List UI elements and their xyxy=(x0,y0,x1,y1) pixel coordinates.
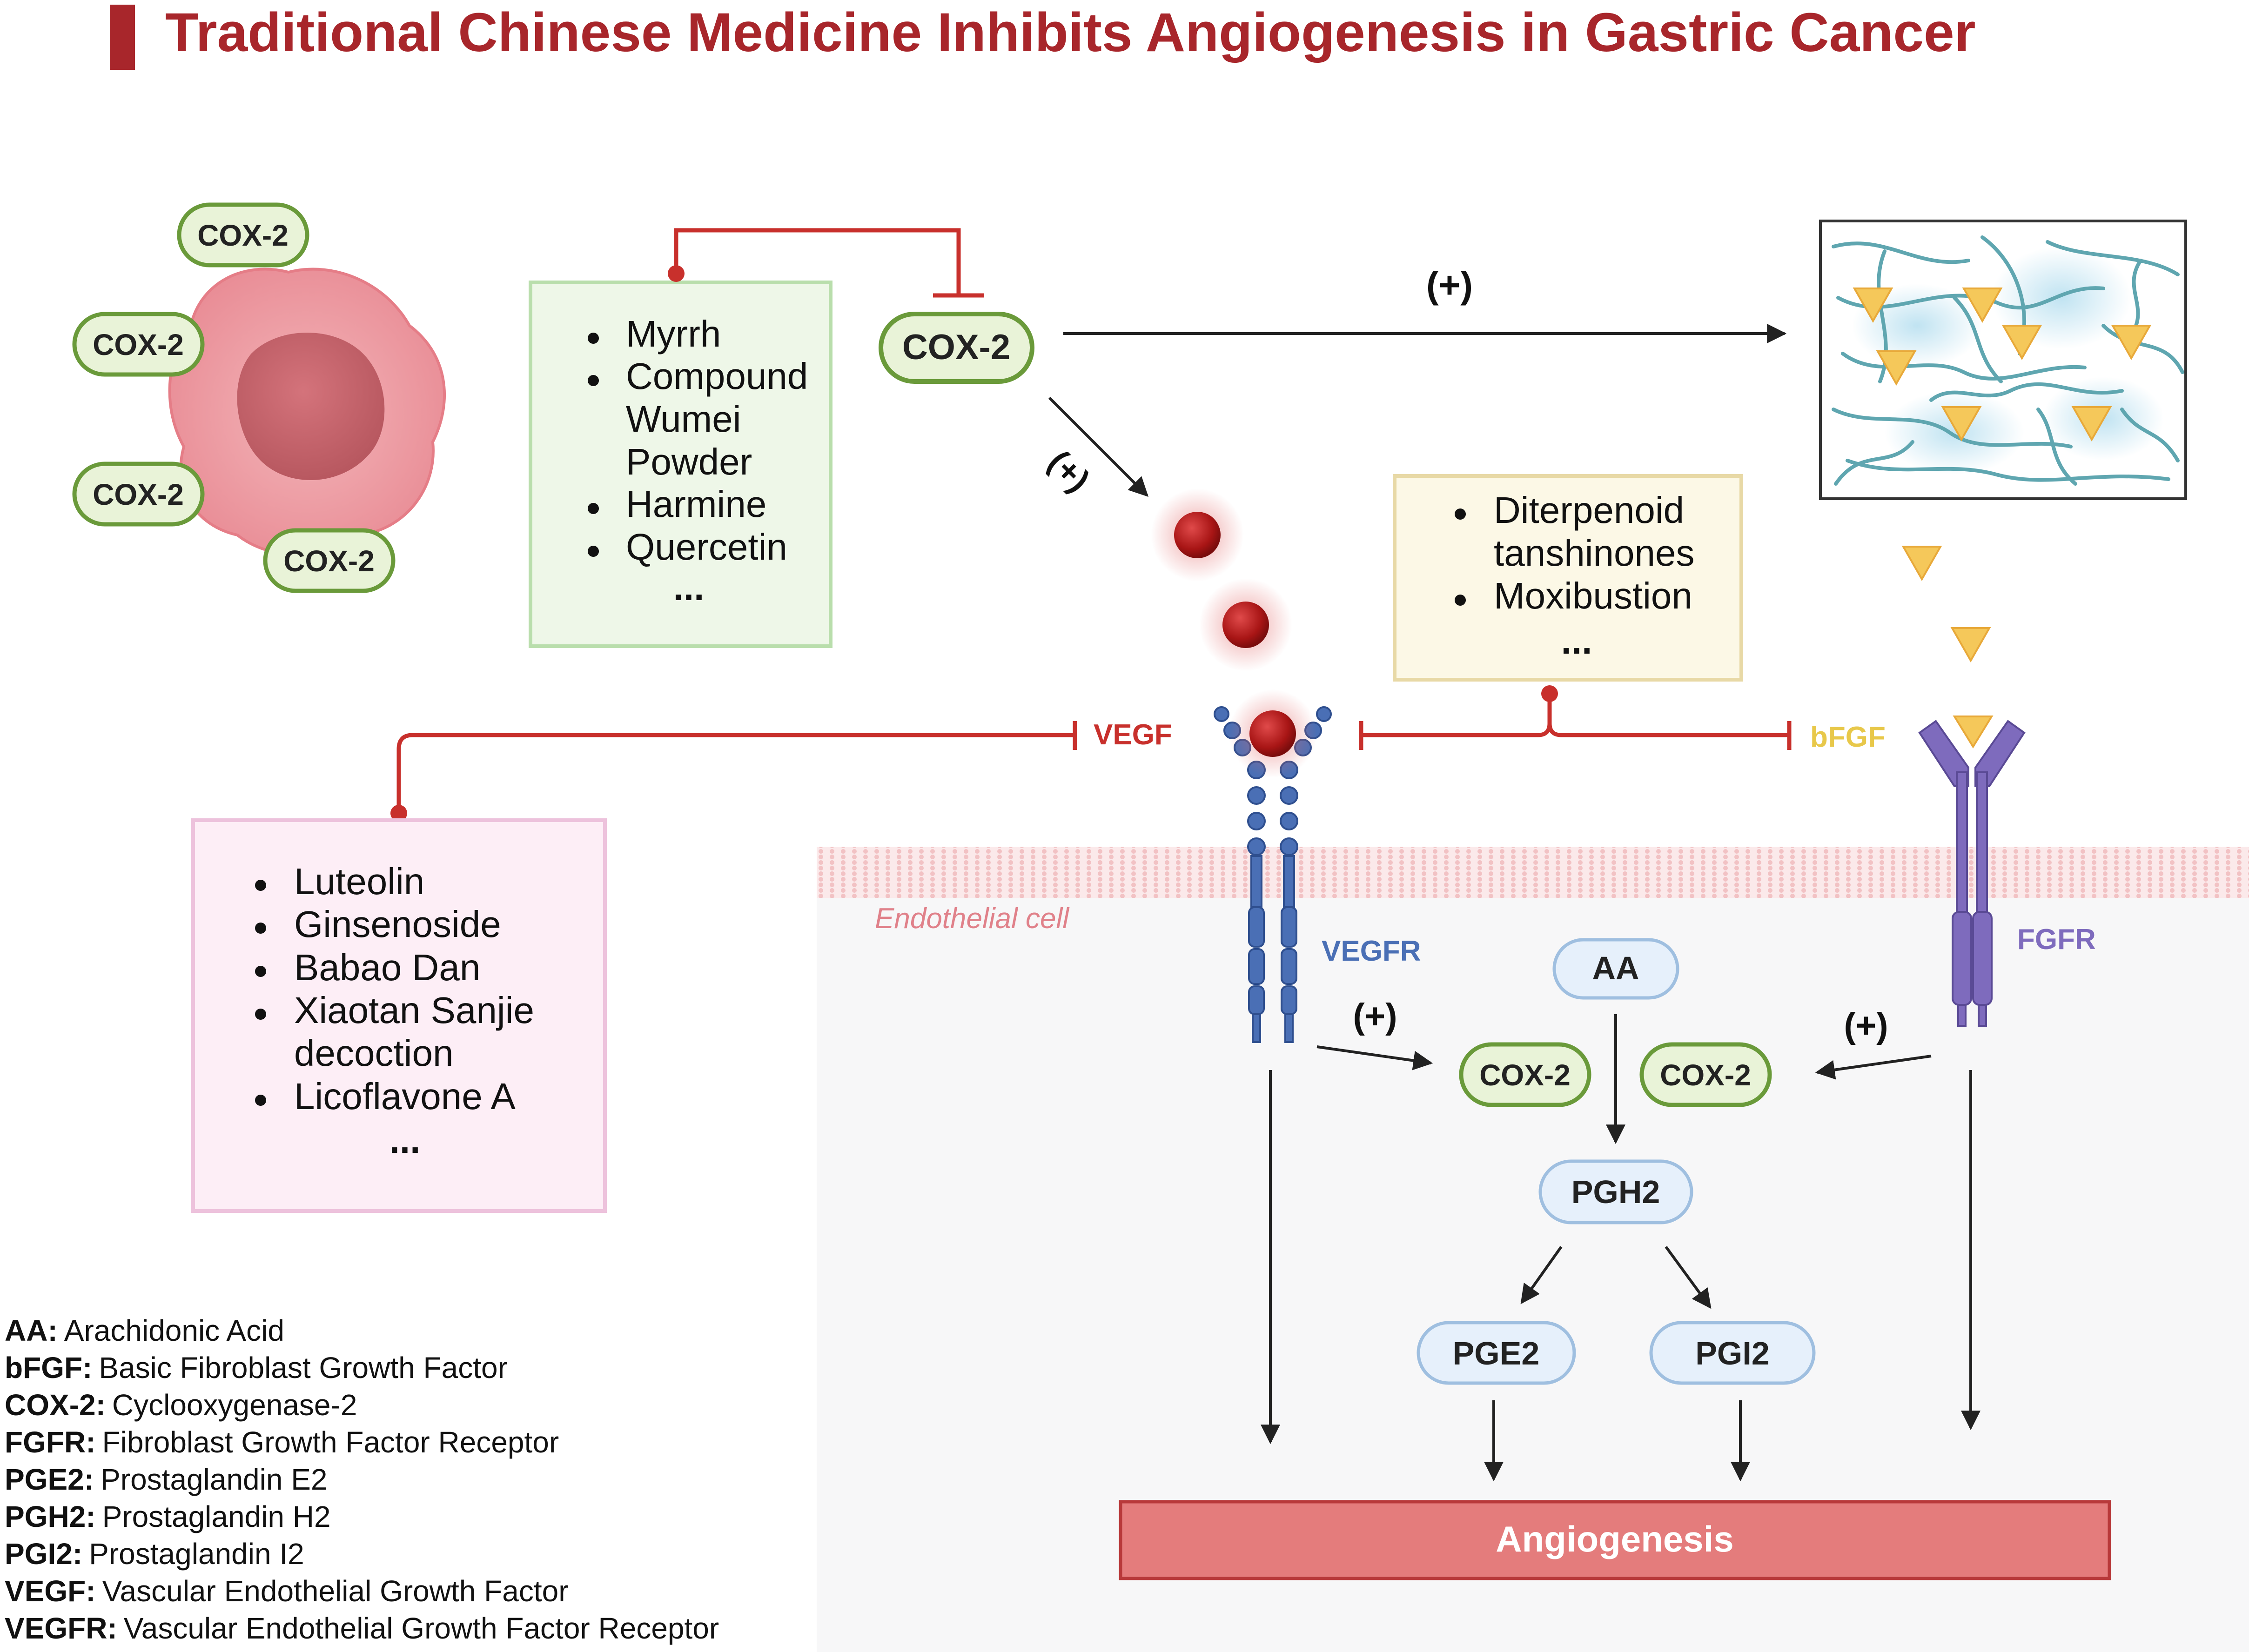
page-title: Traditional Chinese Medicine Inhibits An… xyxy=(165,2,1976,63)
cox2-pill-left-cell: COX-2 xyxy=(1459,1042,1591,1107)
fgfr-receptor xyxy=(1918,720,2026,1027)
legend-entry: FGFR:Fibroblast Growth Factor Receptor xyxy=(5,1425,559,1459)
fgfr-label: FGFR xyxy=(2017,923,2096,956)
svg-text:COX-2: COX-2 xyxy=(197,219,289,252)
plus-label-fgfr: (+) xyxy=(1844,1006,1888,1045)
svg-text:PGE2: PGE2 xyxy=(1453,1335,1540,1371)
plus-label-top: (+) xyxy=(1426,264,1473,306)
legend-entry: PGH2:Prostaglandin H2 xyxy=(5,1500,331,1533)
yellow-tcm-box: Diterpenoid tanshinones Moxibustion ... xyxy=(1393,474,1743,682)
cox2-pill-left-upper: COX-2 xyxy=(72,312,205,377)
cell-membrane xyxy=(817,847,2249,898)
legend-entry: VEGF:Vascular Endothelial Growth Factor xyxy=(5,1574,569,1608)
legend-entry: bFGF:Basic Fibroblast Growth Factor xyxy=(5,1351,508,1384)
pink-box-item: Licoflavone A xyxy=(294,1076,516,1117)
pink-box-item: Ginsenoside xyxy=(294,903,501,945)
aa-pill: AA xyxy=(1552,938,1679,1000)
svg-text:AA: AA xyxy=(1592,950,1639,986)
pgi2-pill: PGI2 xyxy=(1649,1321,1816,1385)
svg-text:COX-2: COX-2 xyxy=(93,478,184,511)
pink-box-inhibition-dot xyxy=(390,805,407,822)
pink-box-inhibition-line xyxy=(396,733,1075,813)
pink-box-item: Babao Dan xyxy=(294,947,480,988)
pge2-pill: PGE2 xyxy=(1417,1321,1576,1385)
svg-text:COX-2: COX-2 xyxy=(902,328,1010,367)
bfgf-particle xyxy=(1950,627,1991,663)
svg-text:Angiogenesis: Angiogenesis xyxy=(1496,1518,1733,1559)
green-box-ellipsis: ... xyxy=(673,567,705,608)
green-box-item: Quercetin xyxy=(626,526,787,568)
green-box-inhibition-line xyxy=(674,228,961,295)
svg-text:COX-2: COX-2 xyxy=(1660,1058,1751,1092)
endothelial-cell-label: Endothelial cell xyxy=(875,903,1070,935)
pathway-arrows xyxy=(1261,1014,1980,1482)
abbreviation-legend: AA:Arachidonic Acid bFGF:Basic Fibroblas… xyxy=(5,1314,719,1645)
plus-label-vegfr: (+) xyxy=(1353,997,1397,1036)
legend-entry: VEGFR:Vascular Endothelial Growth Factor… xyxy=(5,1612,719,1645)
cox2-pill-bottom: COX-2 xyxy=(263,528,396,593)
green-box-item: Powder xyxy=(626,441,752,482)
legend-entry: PGE2:Prostaglandin E2 xyxy=(5,1463,328,1496)
cox2-to-vegf-arrow xyxy=(1048,396,1148,497)
legend-entry: COX-2:Cyclooxygenase-2 xyxy=(5,1388,357,1422)
pink-tcm-box: Luteolin Ginsenoside Babao Dan Xiaotan S… xyxy=(191,818,607,1213)
svg-text:PGI2: PGI2 xyxy=(1695,1335,1770,1371)
svg-text:COX-2: COX-2 xyxy=(283,544,375,578)
green-box-item: Harmine xyxy=(626,483,766,525)
plus-label-diagonal: (+) xyxy=(1041,443,1097,499)
extracellular-matrix-box xyxy=(1819,220,2187,500)
svg-text:COX-2: COX-2 xyxy=(1479,1058,1571,1092)
legend-entry: AA:Arachidonic Acid xyxy=(5,1314,284,1347)
pink-box-item: decoction xyxy=(294,1032,453,1074)
green-box-inhibition-dot xyxy=(668,265,685,282)
vegf-bound-particle xyxy=(1249,710,1296,757)
pink-box-item: Xiaotan Sanjie xyxy=(294,990,534,1031)
cox2-pill-top: COX-2 xyxy=(177,202,309,268)
cancer-cell xyxy=(168,268,446,557)
legend-entry: PGI2:Prostaglandin I2 xyxy=(5,1537,304,1571)
yellow-box-ellipsis: ... xyxy=(1561,620,1592,662)
cox2-main-pill: COX-2 xyxy=(879,312,1034,384)
green-box-item: Wumei xyxy=(626,398,741,440)
yellow-box-inhibition-line xyxy=(1361,694,1789,737)
green-box-item: Myrrh xyxy=(626,313,721,354)
yellow-box-item: tanshinones xyxy=(1494,532,1694,574)
vegf-particles xyxy=(1151,488,1292,671)
bfgf-particle xyxy=(1901,546,1942,582)
yellow-box-item: Moxibustion xyxy=(1494,575,1692,616)
bfgf-bound-particle xyxy=(1953,716,1994,749)
angiogenesis-bar: Angiogenesis xyxy=(1119,1500,2111,1580)
title-bar-accent xyxy=(110,5,135,70)
svg-text:COX-2: COX-2 xyxy=(93,328,184,361)
svg-text:PGH2: PGH2 xyxy=(1571,1174,1660,1210)
bfgf-label: bFGF xyxy=(1810,721,1886,753)
vegfr-label: VEGFR xyxy=(1322,935,1421,967)
pgh2-pill: PGH2 xyxy=(1538,1159,1693,1224)
pink-box-ellipsis: ... xyxy=(389,1119,421,1161)
cox2-pill-left-lower: COX-2 xyxy=(72,461,205,527)
yellow-box-item: Diterpenoid xyxy=(1494,489,1684,531)
vegf-label: VEGF xyxy=(1094,719,1172,751)
cox2-pill-right-cell: COX-2 xyxy=(1639,1042,1772,1107)
green-tcm-box: Myrrh Compound Wumei Powder Harmine Quer… xyxy=(529,281,832,648)
pink-box-item: Luteolin xyxy=(294,861,424,902)
green-box-item: Compound xyxy=(626,355,808,397)
